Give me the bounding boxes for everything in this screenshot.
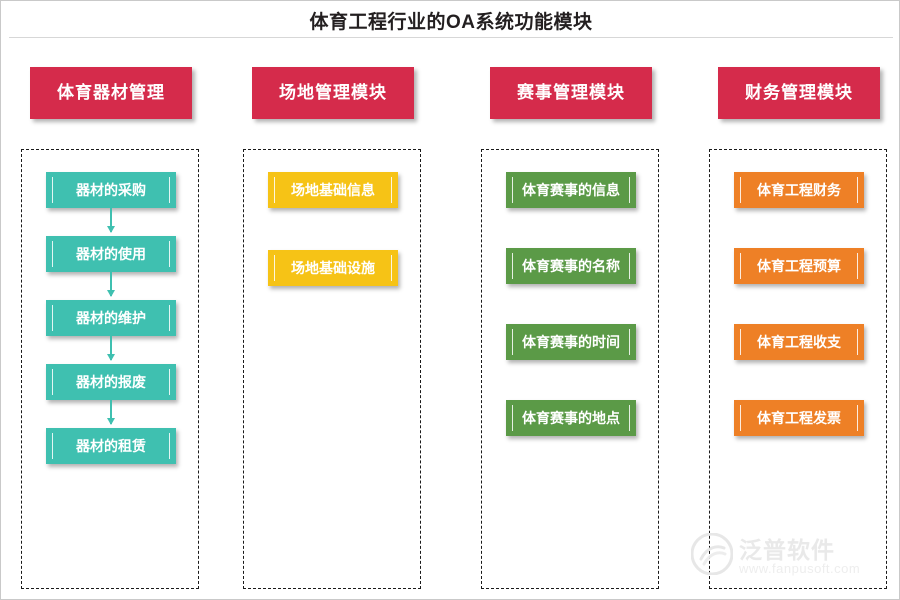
module-header-1[interactable]: 体育器材管理 (30, 67, 192, 119)
watermark-logo: 泛普软件 www.fanpusoft.com (691, 531, 881, 585)
node-item[interactable]: 场地基础信息 (268, 172, 398, 208)
node-item[interactable]: 器材的租赁 (46, 428, 176, 464)
arrow-connector-icon (107, 336, 115, 361)
module-header-2[interactable]: 场地管理模块 (252, 67, 414, 119)
module-group-1: 器材的采购 器材的使用 器材的维护 器材的报废 器材的租赁 (21, 149, 199, 589)
module-group-3: 体育赛事的信息 体育赛事的名称 体育赛事的时间 体育赛事的地点 (481, 149, 659, 589)
module-group-2: 场地基础信息 场地基础设施 (243, 149, 421, 589)
module-column-2: 场地管理模块 场地基础信息 场地基础设施 (243, 67, 423, 589)
logo-url: www.fanpusoft.com (739, 561, 861, 576)
node-item[interactable]: 器材的采购 (46, 172, 176, 208)
node-item[interactable]: 体育工程收支 (734, 324, 864, 360)
node-item[interactable]: 场地基础设施 (268, 250, 398, 286)
page-title: 体育工程行业的OA系统功能模块 (309, 12, 593, 33)
module-column-4: 财务管理模块 体育工程财务 体育工程预算 体育工程收支 体育工程发票 (709, 67, 889, 589)
node-item[interactable]: 体育工程发票 (734, 400, 864, 436)
arrow-connector-icon (107, 400, 115, 425)
module-header-4[interactable]: 财务管理模块 (718, 67, 880, 119)
title-divider (9, 37, 893, 38)
node-item[interactable]: 体育工程财务 (734, 172, 864, 208)
node-item[interactable]: 器材的使用 (46, 236, 176, 272)
arrow-connector-icon (107, 208, 115, 233)
node-item[interactable]: 器材的报废 (46, 364, 176, 400)
node-item[interactable]: 体育赛事的信息 (506, 172, 636, 208)
module-header-3[interactable]: 赛事管理模块 (490, 67, 652, 119)
module-column-1: 体育器材管理 器材的采购 器材的使用 器材的维护 器材的报废 器材的租赁 (21, 67, 201, 589)
node-item[interactable]: 体育赛事的地点 (506, 400, 636, 436)
node-item[interactable]: 体育赛事的名称 (506, 248, 636, 284)
fanpu-logo-icon (691, 533, 733, 575)
node-item[interactable]: 器材的维护 (46, 300, 176, 336)
module-group-4: 体育工程财务 体育工程预算 体育工程收支 体育工程发票 (709, 149, 887, 589)
arrow-connector-icon (107, 272, 115, 297)
node-item[interactable]: 体育赛事的时间 (506, 324, 636, 360)
logo-name: 泛普软件 (739, 537, 835, 563)
node-item[interactable]: 体育工程预算 (734, 248, 864, 284)
module-column-3: 赛事管理模块 体育赛事的信息 体育赛事的名称 体育赛事的时间 体育赛事的地点 (481, 67, 661, 589)
